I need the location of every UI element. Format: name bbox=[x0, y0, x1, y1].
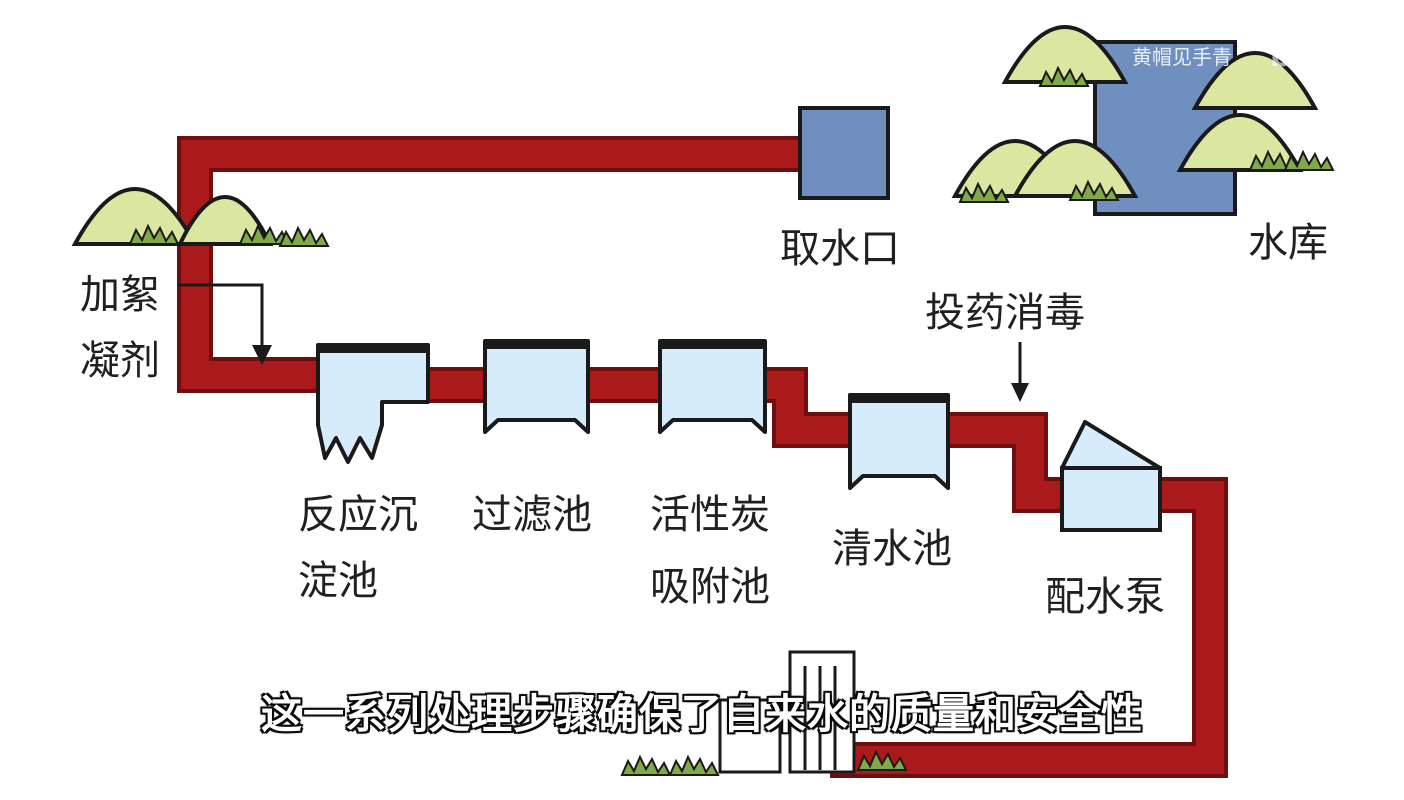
carbon-tank bbox=[658, 339, 767, 434]
label-sedimentation-line2: 淀池 bbox=[298, 558, 378, 604]
label-disinfection: 投药消毒 bbox=[925, 290, 1085, 336]
intake bbox=[798, 106, 890, 200]
label-carbon-line2: 吸附池 bbox=[650, 564, 770, 610]
label-filter: 过滤池 bbox=[472, 492, 592, 538]
label-reservoir: 水库 bbox=[1248, 220, 1328, 266]
pump-house bbox=[1060, 420, 1162, 532]
label-pump: 配水泵 bbox=[1045, 574, 1165, 620]
watermark-author: 黄帽见手青 bbox=[1132, 45, 1232, 69]
label-intake: 取水口 bbox=[780, 226, 900, 272]
pipe-network bbox=[177, 136, 1228, 778]
label-coagulant-line2: 凝剂 bbox=[80, 338, 160, 384]
label-sedimentation-line1: 反应沉 bbox=[298, 492, 418, 538]
disinfection-arrow bbox=[1011, 342, 1029, 402]
coagulant-hills bbox=[73, 187, 329, 247]
reservoir bbox=[953, 25, 1334, 216]
video-subtitle: 这一系列处理步骤确保了自来水的质量和安全性 bbox=[260, 689, 1143, 739]
town bbox=[621, 650, 907, 776]
watermark-logo: bilibili bbox=[1270, 39, 1375, 74]
coagulant-arrow bbox=[178, 283, 272, 365]
sedimentation-tank bbox=[316, 343, 430, 464]
clear-water-tank bbox=[848, 393, 950, 490]
filter-tank bbox=[483, 339, 590, 434]
label-coagulant-line1: 加絮 bbox=[80, 272, 160, 318]
label-clear-water: 清水池 bbox=[832, 526, 952, 572]
label-carbon-line1: 活性炭 bbox=[650, 492, 770, 538]
